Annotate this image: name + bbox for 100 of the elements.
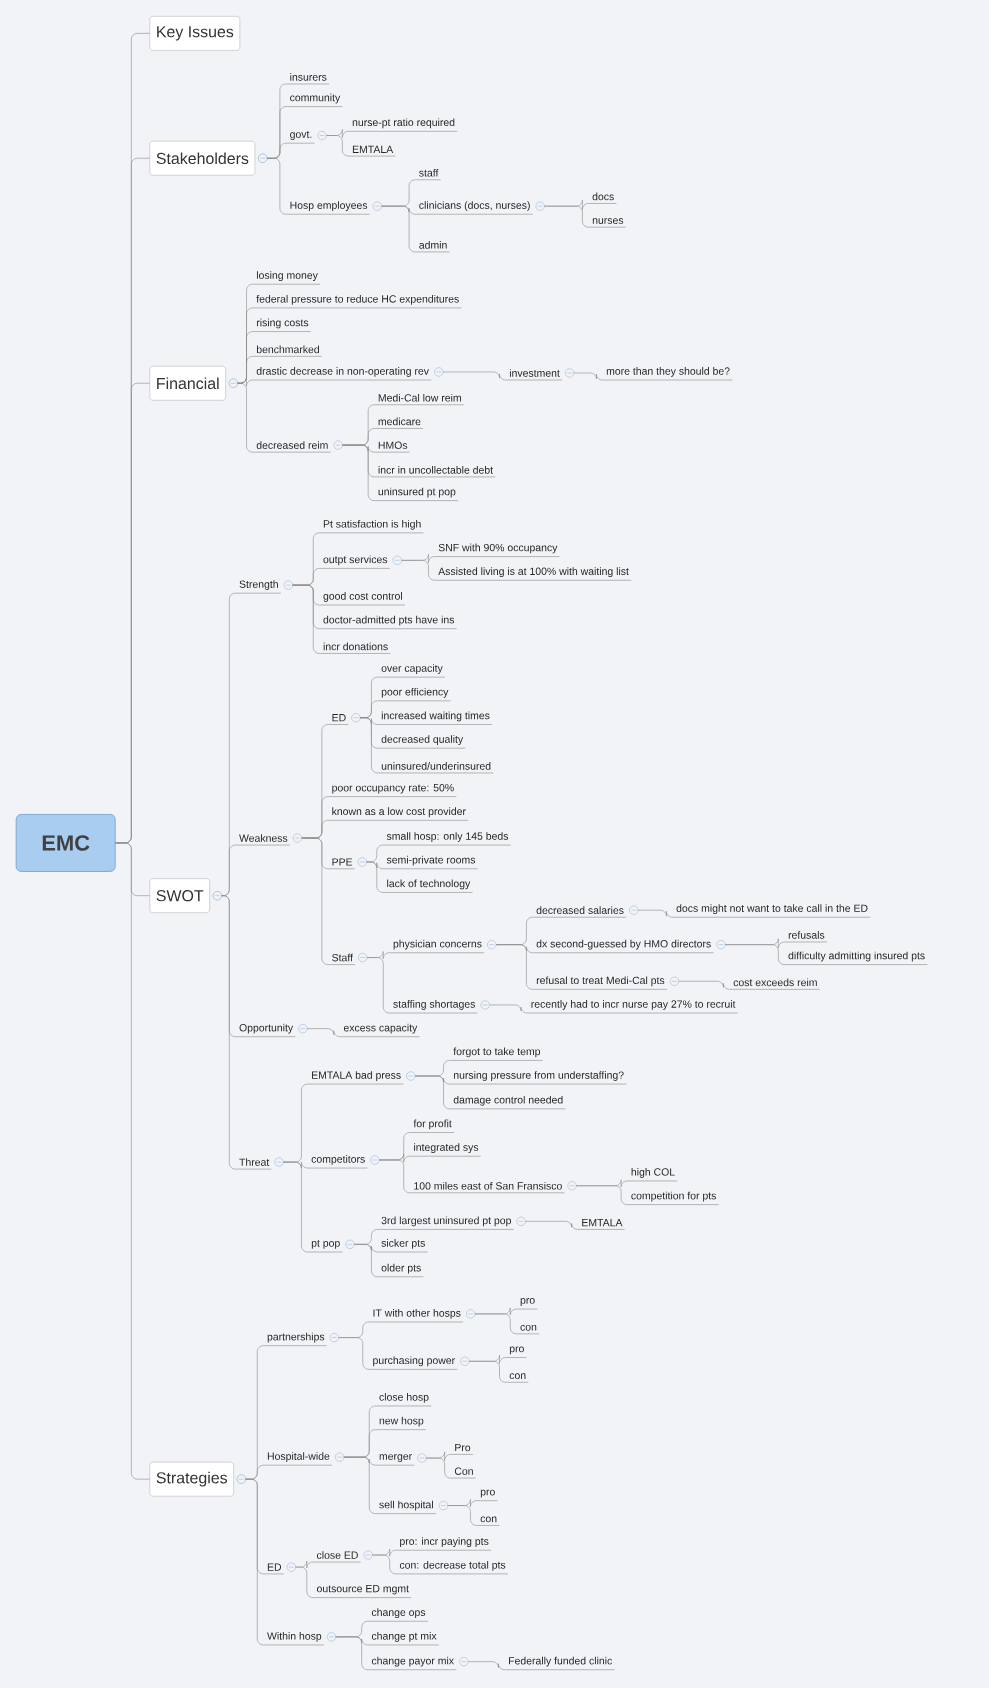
branch-label: pro: incr paying pts — [396, 1537, 492, 1551]
branch-label: pro — [506, 1346, 527, 1358]
branch-label: community — [286, 93, 343, 107]
branch-label: Opportunity — [236, 1023, 308, 1037]
branch-line — [381, 205, 417, 253]
branch-label: change payor mix — [368, 1656, 469, 1670]
branch-label: incr donations — [320, 642, 391, 654]
branch-line — [366, 957, 391, 1014]
branch-line — [724, 944, 786, 965]
branch-label: EMTALA — [349, 145, 396, 157]
branch-label: outpt services — [320, 555, 402, 569]
branch-label: change ops — [368, 1608, 428, 1622]
branch-line — [372, 1554, 398, 1575]
branch-label: docs — [589, 192, 617, 204]
branch-label: uninsured pt pop — [375, 487, 459, 501]
branch-label: rising costs — [253, 318, 311, 332]
branch-label: poor occupancy rate: 50% — [328, 783, 457, 797]
branch-label: losing money — [253, 271, 321, 285]
branch-label: decreased reim — [253, 440, 343, 453]
branch-line — [678, 980, 732, 990]
branch-label: ED — [328, 713, 361, 725]
branch-label: HMOs — [375, 441, 410, 453]
branch-label: pt pop — [308, 1239, 355, 1253]
branch-label: small hosp: only 145 beds — [383, 832, 511, 846]
branch-line — [237, 382, 255, 453]
branch-label: for profit — [410, 1119, 455, 1133]
branch-label: Pt satisfaction is high — [320, 519, 424, 534]
branch-line — [343, 1456, 377, 1514]
branch-label: merger — [376, 1453, 427, 1466]
branch-label: nursing pressure from understaffing? — [450, 1071, 627, 1085]
branch-label: purchasing power — [369, 1356, 470, 1370]
branch-label: uninsured/underinsured — [378, 762, 494, 774]
topic-box: Stakeholders — [149, 141, 268, 176]
branch-line — [442, 371, 508, 381]
branch-label: outsource ED mgmt — [313, 1585, 412, 1598]
branch-line — [495, 944, 535, 990]
branch-label: doctor-admitted pts have ins — [320, 615, 457, 629]
branch-line — [378, 1159, 412, 1194]
branch-label: SNF with 90% occupancy — [435, 543, 560, 557]
branch-line — [401, 560, 437, 581]
branch-label: pro — [477, 1489, 498, 1501]
topic-box: Key Issues — [149, 16, 240, 51]
branch-line — [637, 909, 675, 918]
branch-line — [525, 1221, 580, 1230]
branch-label: refusals — [785, 931, 828, 943]
branch-line — [325, 135, 351, 157]
branch-label: Con — [451, 1467, 476, 1479]
branch-line — [221, 895, 237, 1170]
branch-label: admin — [416, 241, 450, 253]
branch-line — [292, 584, 321, 654]
branch-line — [488, 1004, 529, 1014]
branch-label: decreased salaries — [533, 905, 639, 918]
branch-line — [335, 1636, 370, 1670]
branch-line — [338, 1337, 371, 1370]
branch-label: increased waiting times — [378, 711, 493, 725]
branch-label: Strength — [236, 580, 293, 594]
branch-label: lack of technology — [383, 879, 473, 893]
branch-label: con — [517, 1324, 540, 1335]
branch-line — [575, 1185, 629, 1205]
branch-line — [353, 1244, 380, 1278]
branch-label: con — [477, 1516, 500, 1526]
branch-label: new hosp — [376, 1416, 427, 1430]
branch-label: insurers — [286, 73, 330, 85]
topic-box: SWOT — [149, 878, 222, 913]
branch-label: staffing shortages — [390, 1000, 490, 1014]
branch-label: docs might not want to take call in the ED — [673, 904, 871, 918]
branch-label: con: decrease total pts — [396, 1560, 509, 1575]
branch-label: drastic decrease in non-operating rev — [253, 367, 444, 381]
branch-line — [341, 444, 376, 501]
branch-label: over capacity — [378, 664, 446, 678]
branch-label: 3rd largest uninsured pt pop — [378, 1216, 526, 1230]
branch-line — [425, 1457, 453, 1479]
branch-label: 100 miles east of San Fransisco — [410, 1181, 577, 1194]
branch-label: nurse-pt ratio required — [349, 118, 458, 132]
branch-label: EMTALA bad press — [308, 1071, 416, 1085]
branch-label: integrated sys — [410, 1143, 481, 1157]
branch-label: recently had to incr nurse pay 27% to recruit — [528, 1000, 738, 1014]
branch-label: cost exceeds reim — [730, 978, 820, 990]
branch-label: Within hosp — [264, 1632, 336, 1646]
branch-label: semi-private rooms — [383, 855, 478, 870]
branch-label: investment — [506, 368, 575, 381]
branch-label: Assisted living is at 100% with waiting list — [435, 567, 632, 581]
branch-label: damage control needed — [450, 1095, 566, 1110]
branch-label: sell hospital — [376, 1500, 448, 1514]
branch-line — [447, 1505, 479, 1526]
branch-line — [245, 1478, 265, 1646]
branch-label: IT with other hosps — [369, 1309, 476, 1323]
branch-label: incr in uncollectable debt — [375, 466, 496, 478]
branch-label: Pro — [451, 1443, 473, 1455]
branch-label: Threat — [236, 1157, 284, 1170]
branch-label: federal pressure to reduce HC expenditures — [253, 294, 462, 309]
branch-label: Hosp employees — [286, 201, 382, 215]
branch-label: forgot to take temp — [450, 1047, 543, 1061]
branch-label: physician concerns — [390, 939, 497, 954]
branch-label: PPE — [328, 857, 367, 870]
branch-label: difficulty admitting insured pts — [785, 951, 928, 965]
branch-label: sicker pts — [378, 1239, 428, 1253]
branch-label: Medi-Cal low reim — [375, 393, 464, 406]
branch-label: high COL — [628, 1168, 678, 1182]
branch-label: benchmarked — [253, 345, 322, 357]
